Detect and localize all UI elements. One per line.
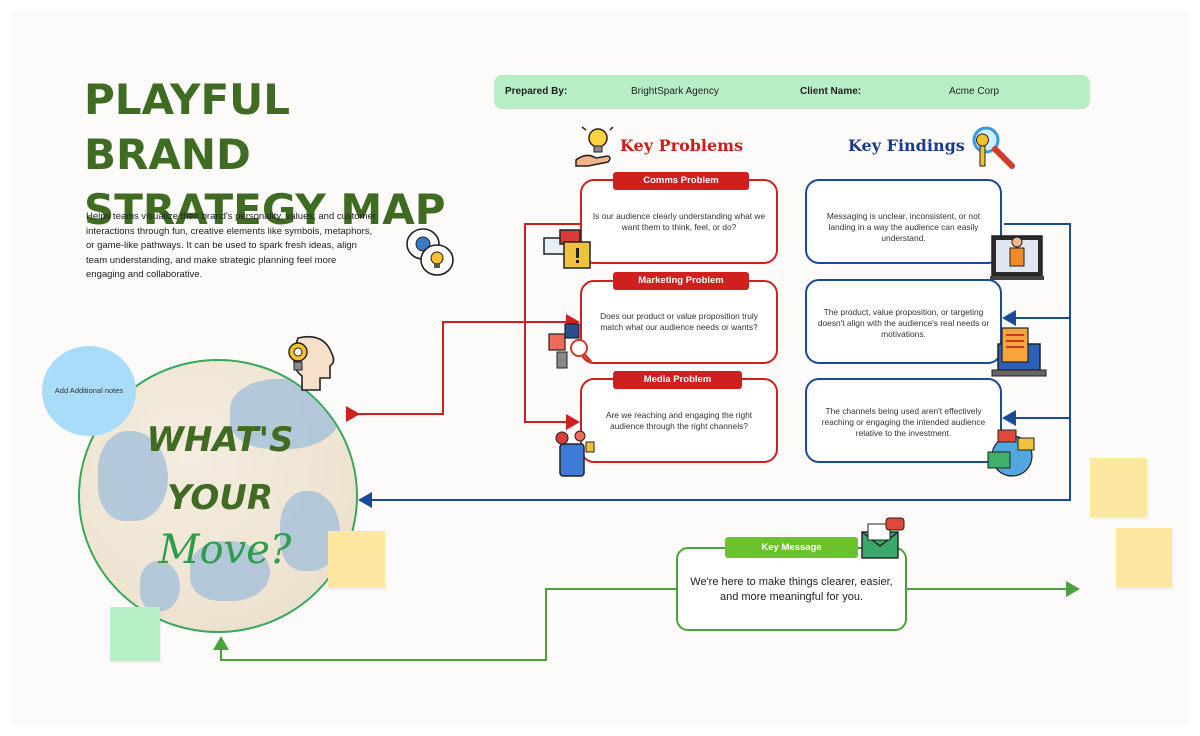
red-connectors [346,223,580,430]
lightbulb-hand-icon [574,124,614,173]
phone-alert-icon [552,430,596,483]
media-finding-box[interactable]: The channels being used aren't effective… [805,378,1002,463]
chat-warning-icon [542,228,600,281]
sticky-note-yellow[interactable] [1116,528,1172,588]
comms-problem-box[interactable]: Is our audience clearly understanding wh… [580,179,778,264]
description: Helps teams visualize their brand's pers… [86,211,376,280]
media-globe-icon [984,428,1038,483]
title-line-1: PLAYFUL BRAND [84,75,291,179]
marketing-problem-box[interactable]: Does our product or value proposition tr… [580,280,778,364]
title-line-2: STRATEGY MAP [84,185,446,234]
marketing-problem-label: Marketing Problem [613,272,749,290]
client-name-label: Client Name: [800,86,862,97]
media-problem-box[interactable]: Are we reaching and engaging the right a… [580,378,778,463]
page-title: PLAYFUL BRAND STRATEGY MAP [84,72,464,237]
globe-continent [98,431,168,521]
key-message-text: We're here to make things clearer, easie… [690,576,893,603]
client-name-value[interactable]: Acme Corp [949,86,1000,97]
globe-continent [230,379,340,449]
marketing-problem-text: Does our product or value proposition tr… [600,311,758,332]
head-lightbulb-icon [280,332,342,397]
gear-bubble-icon [404,224,456,287]
prepared-by-value[interactable]: BrightSpark Agency [631,86,719,97]
comms-problem-label: Comms Problem [613,172,749,190]
marketing-finding-text: The product, value proposition, or targe… [817,307,990,339]
key-findings-heading: Key Findings [848,136,965,155]
additional-notes-bubble[interactable]: Add Additional notes [46,350,132,432]
additional-notes-text: Add Additional notes [54,386,124,395]
key-problems-heading: Key Problems [620,136,744,155]
envelope-icon [860,516,906,565]
key-message-box[interactable]: We're here to make things clearer, easie… [676,547,907,631]
marketing-finding-box[interactable]: The product, value proposition, or targe… [805,279,1002,364]
whats-text: WHAT'S [146,420,294,460]
globe-continent [140,561,180,611]
media-problem-label: Media Problem [613,371,742,389]
comms-problem-text: Is our audience clearly understanding wh… [592,210,766,232]
green-connectors [213,581,1080,661]
presenter-icon [988,228,1046,287]
sticky-note-yellow[interactable] [1090,458,1147,517]
prepared-by-label: Prepared By: [505,86,568,97]
move-text: Move? [158,527,292,573]
blue-connectors [358,223,1071,508]
sticky-note-green[interactable] [110,607,160,661]
media-finding-text: The channels being used aren't effective… [821,406,986,438]
comms-finding-text: Messaging is unclear, inconsistent, or n… [826,211,981,243]
magnifier-key-icon [968,124,1018,177]
puzzle-search-icon [543,322,593,383]
sticky-note-yellow[interactable] [328,531,385,588]
laptop-document-icon [990,326,1048,385]
media-problem-text: Are we reaching and engaging the right a… [605,409,753,431]
header-bar: Prepared By: BrightSpark Agency Client N… [494,75,1090,109]
globe-continent [190,541,270,601]
key-message-label: Key Message [725,537,858,558]
comms-finding-box[interactable]: Messaging is unclear, inconsistent, or n… [805,179,1002,264]
your-text: YOUR [166,478,274,518]
